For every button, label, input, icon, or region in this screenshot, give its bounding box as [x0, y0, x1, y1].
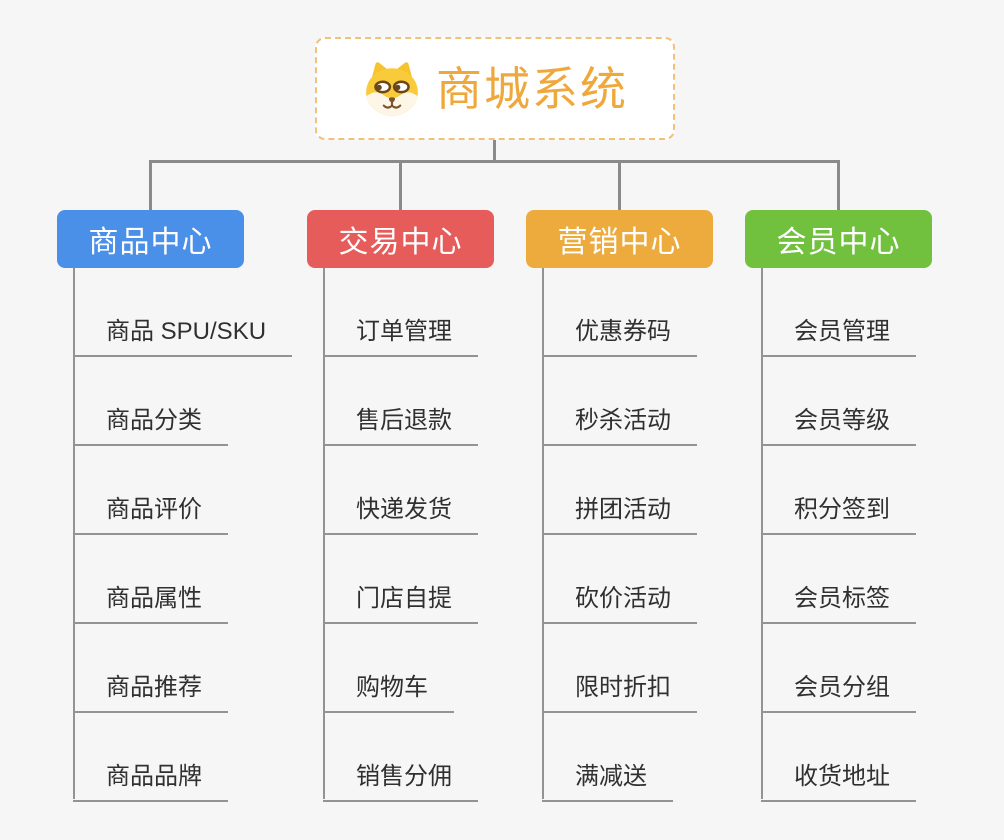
branch-trunk-line	[542, 268, 544, 799]
connector-branch-stub-1	[149, 160, 152, 212]
leaf-label: 商品属性	[73, 585, 228, 624]
leaf-node[interactable]: 会员分组	[761, 624, 932, 713]
leaf-node[interactable]: 销售分佣	[323, 713, 494, 802]
leaf-node[interactable]: 砍价活动	[542, 535, 713, 624]
leaf-node[interactable]: 会员标签	[761, 535, 932, 624]
leaf-node[interactable]: 商品评价	[73, 446, 244, 535]
leaf-label: 销售分佣	[323, 763, 478, 802]
branch-node-member-center[interactable]: 会员中心	[745, 210, 932, 268]
leaf-label: 商品品牌	[73, 763, 228, 802]
leaf-node[interactable]: 限时折扣	[542, 624, 713, 713]
connector-branch-stub-2	[399, 160, 402, 212]
leaf-node[interactable]: 购物车	[323, 624, 494, 713]
leaf-node[interactable]: 商品推荐	[73, 624, 244, 713]
branch-member-center: 会员中心 会员管理 会员等级 积分签到 会员标签 会员分组 收货地址	[745, 210, 932, 802]
leaf-label: 砍价活动	[542, 585, 697, 624]
root-title: 商城系统	[436, 62, 628, 115]
leaf-label: 收货地址	[761, 763, 916, 802]
connector-branch-stub-4	[837, 160, 840, 212]
branch-trade-center: 交易中心 订单管理 售后退款 快递发货 门店自提 购物车 销售分佣	[307, 210, 494, 802]
branch-trunk-line	[323, 268, 325, 799]
leaf-node[interactable]: 积分签到	[761, 446, 932, 535]
leaf-node[interactable]: 会员等级	[761, 357, 932, 446]
leaf-node[interactable]: 拼团活动	[542, 446, 713, 535]
branch-product-center: 商品中心 商品 SPU/SKU 商品分类 商品评价 商品属性 商品推荐 商品品牌	[57, 210, 293, 802]
leaf-label: 会员标签	[761, 585, 916, 624]
branch-node-product-center[interactable]: 商品中心	[57, 210, 244, 268]
leaf-label: 满减送	[542, 763, 673, 802]
leaf-label: 售后退款	[323, 407, 478, 446]
leaf-node[interactable]: 优惠券码	[542, 268, 713, 357]
leaf-label: 优惠券码	[542, 318, 697, 357]
leaf-node[interactable]: 会员管理	[761, 268, 932, 357]
leaf-label: 商品推荐	[73, 674, 228, 713]
root-node-mall-system[interactable]: 商城系统	[315, 37, 675, 140]
leaf-label: 购物车	[323, 674, 454, 713]
shiba-dog-icon	[366, 61, 418, 116]
branch-trunk-line	[761, 268, 763, 799]
leaf-label: 会员等级	[761, 407, 916, 446]
leaf-label: 积分签到	[761, 496, 916, 535]
leaf-node[interactable]: 快递发货	[323, 446, 494, 535]
leaf-label: 商品分类	[73, 407, 228, 446]
leaf-node[interactable]: 收货地址	[761, 713, 932, 802]
leaf-node[interactable]: 订单管理	[323, 268, 494, 357]
leaf-label: 会员管理	[761, 318, 916, 357]
branch-trunk-line	[73, 268, 75, 799]
branch-marketing-center: 营销中心 优惠券码 秒杀活动 拼团活动 砍价活动 限时折扣 满减送	[526, 210, 713, 802]
branch-node-trade-center[interactable]: 交易中心	[307, 210, 494, 268]
leaf-label: 快递发货	[323, 496, 478, 535]
connector-branch-stub-3	[618, 160, 621, 212]
leaf-node[interactable]: 商品分类	[73, 357, 244, 446]
leaf-label: 拼团活动	[542, 496, 697, 535]
leaf-label: 限时折扣	[542, 674, 697, 713]
leaf-label: 秒杀活动	[542, 407, 697, 446]
leaf-node[interactable]: 秒杀活动	[542, 357, 713, 446]
leaf-label: 商品评价	[73, 496, 228, 535]
connector-root-stub	[493, 136, 496, 162]
leaf-node[interactable]: 售后退款	[323, 357, 494, 446]
leaf-node[interactable]: 满减送	[542, 713, 713, 802]
branch-node-marketing-center[interactable]: 营销中心	[526, 210, 713, 268]
leaf-node[interactable]: 商品 SPU/SKU	[73, 268, 293, 357]
leaf-label: 订单管理	[323, 318, 478, 357]
leaf-label: 会员分组	[761, 674, 916, 713]
leaf-node[interactable]: 门店自提	[323, 535, 494, 624]
leaf-label: 商品 SPU/SKU	[73, 318, 293, 357]
leaf-label: 门店自提	[323, 585, 478, 624]
leaf-node[interactable]: 商品属性	[73, 535, 244, 624]
leaf-node[interactable]: 商品品牌	[73, 713, 244, 802]
